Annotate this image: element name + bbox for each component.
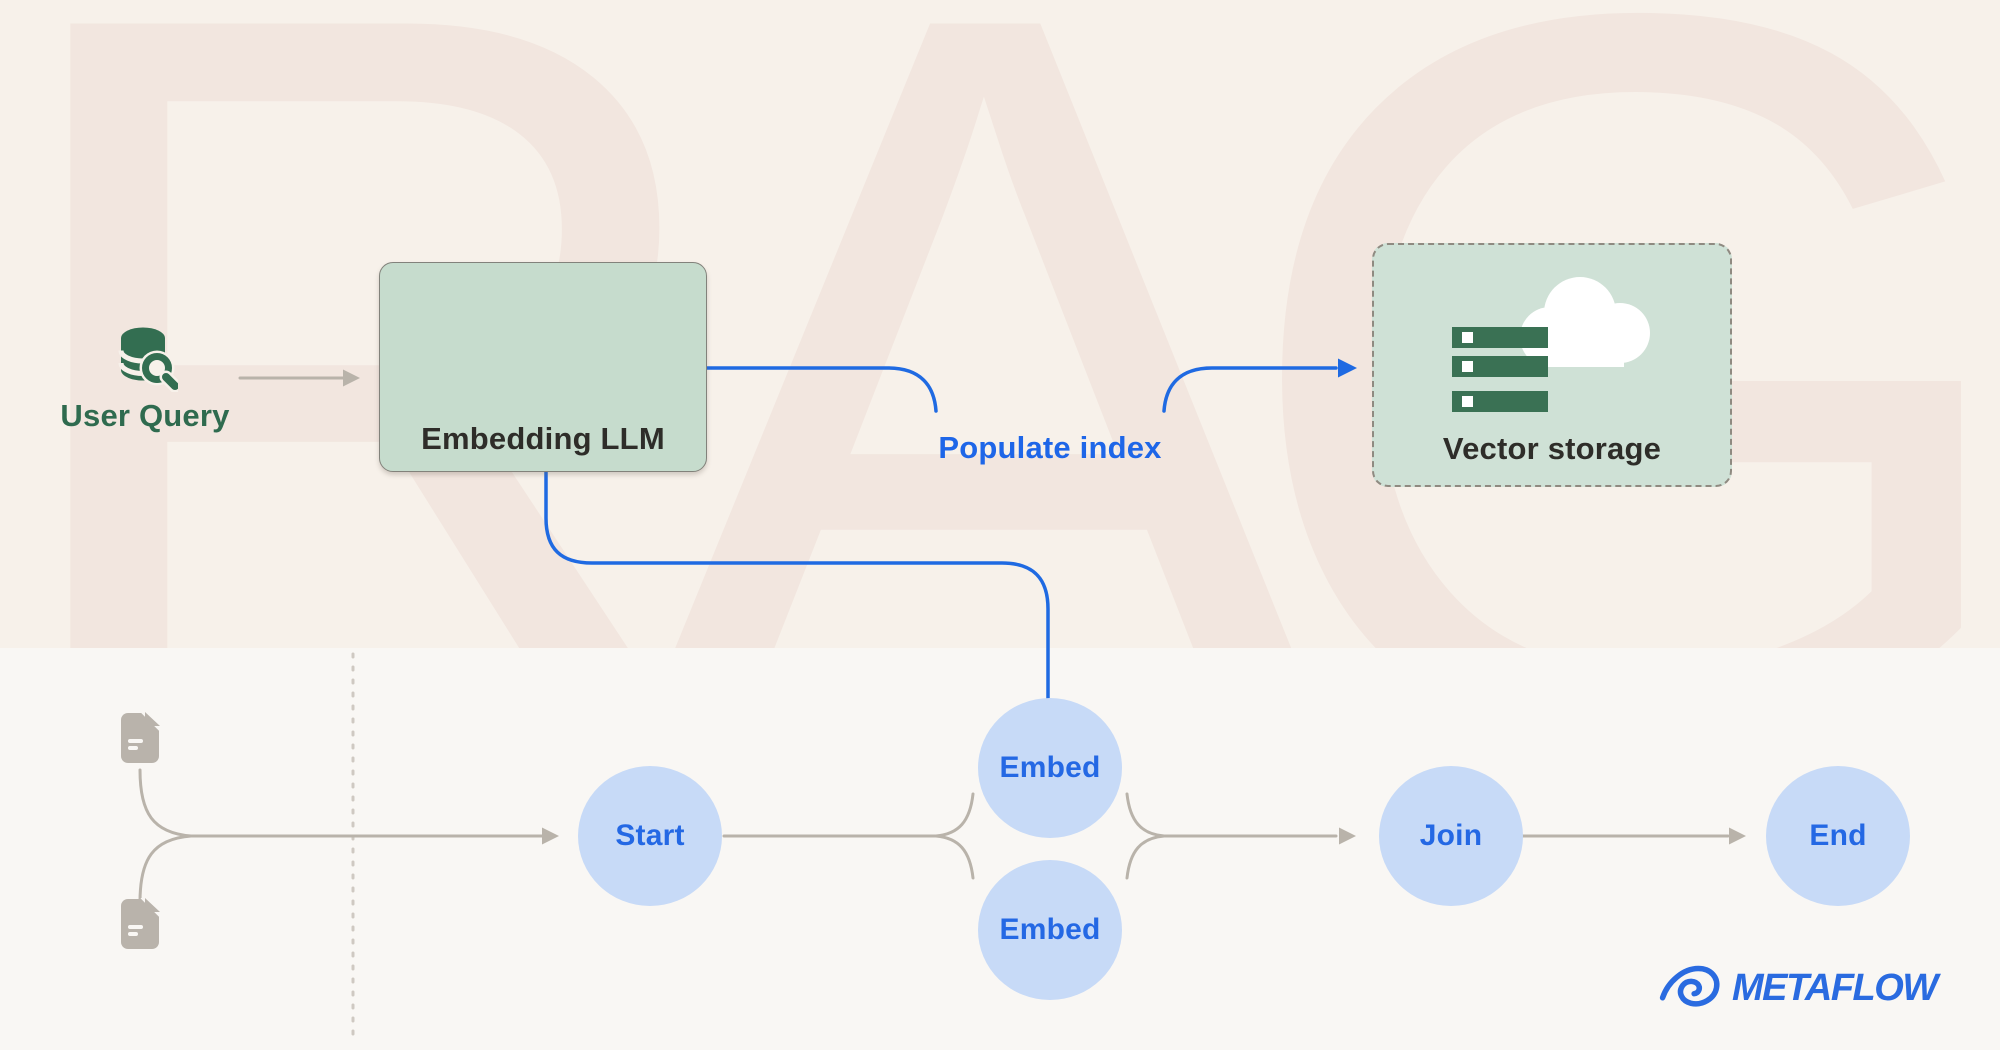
flow-section: [0, 648, 2000, 1050]
flow-node-join: Join: [1379, 766, 1523, 906]
server-cloud-icon: [1438, 261, 1678, 436]
flow-node-start: Start: [578, 766, 722, 906]
metaflow-swirl-icon: [1658, 956, 1722, 1019]
user-query-label: User Query: [60, 398, 230, 433]
populate-index-label: Populate index: [938, 430, 1162, 465]
vector-storage-label: Vector storage: [1442, 431, 1662, 466]
flow-node-embed-2: Embed: [978, 860, 1122, 1000]
metaflow-wordmark: METAFLOW: [1732, 966, 1938, 1009]
metaflow-logo: METAFLOW: [1658, 956, 1938, 1019]
embedding-llm-box: Embedding LLM: [379, 262, 707, 472]
database-search-icon: [116, 326, 183, 397]
flow-node-embed-1: Embed: [978, 698, 1122, 838]
document-icon: [120, 709, 163, 769]
embedding-llm-label: Embedding LLM: [421, 421, 665, 456]
vector-storage-box: Vector storage: [1372, 243, 1732, 487]
flow-node-end: End: [1766, 766, 1910, 906]
document-icon: [120, 895, 163, 955]
